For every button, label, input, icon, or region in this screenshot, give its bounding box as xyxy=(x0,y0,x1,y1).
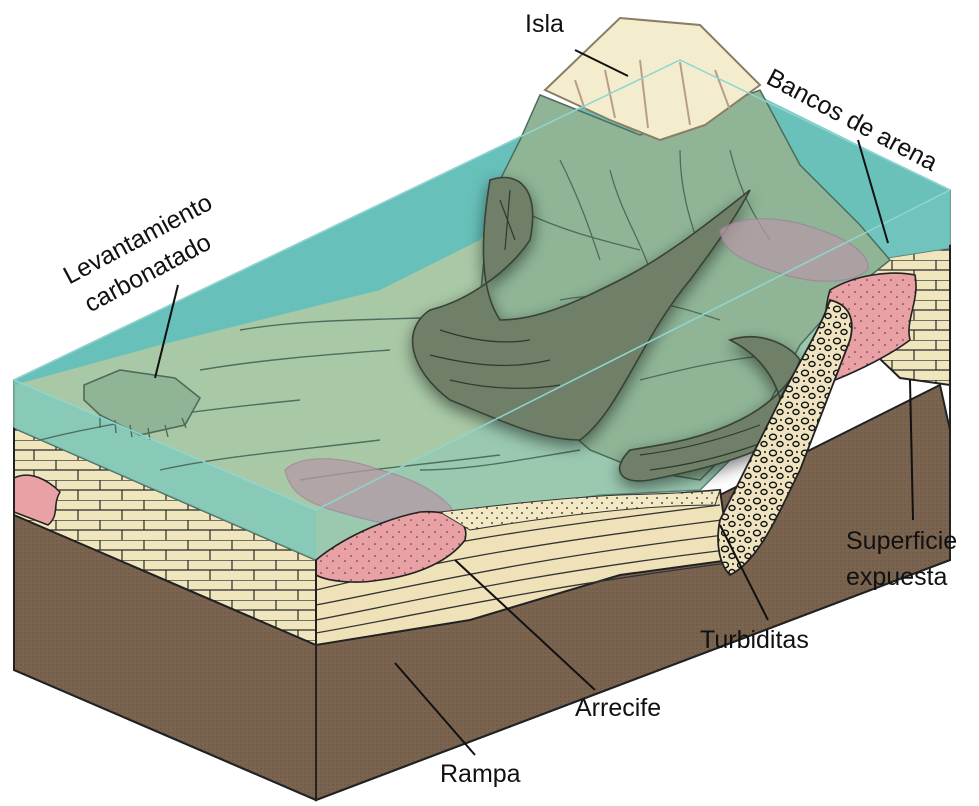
label-reef: Arrecife xyxy=(575,694,661,722)
label-exposed-surface-line1: Superficie xyxy=(846,527,957,555)
label-ramp: Rampa xyxy=(440,760,521,788)
label-turbidites: Turbiditas xyxy=(700,626,809,654)
label-island: Isla xyxy=(525,10,564,38)
label-exposed-surface-line2: expuesta xyxy=(846,563,947,591)
